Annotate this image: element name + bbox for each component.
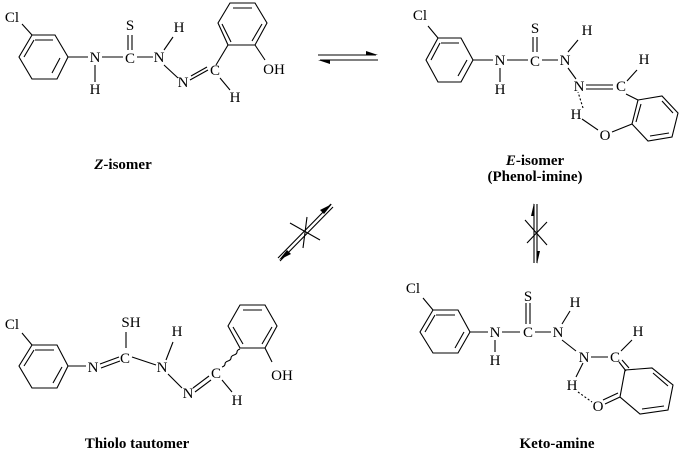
- atom-o: O: [600, 128, 611, 144]
- reverse-arrowhead: [318, 60, 330, 64]
- thiolo-tautomer-structure: Cl N C SH N H N C H OH Thiolo tautomer: [5, 304, 293, 452]
- forward-arrowhead: [366, 51, 378, 55]
- atom-cl: Cl: [413, 8, 427, 24]
- chlorophenyl-ring: [18, 344, 69, 389]
- cyclohexadienone-ring: [619, 367, 674, 415]
- atom-s: S: [531, 21, 539, 37]
- arrowhead-up: [320, 204, 332, 214]
- atom-h: H: [571, 107, 582, 123]
- atom-n: N: [88, 360, 99, 376]
- hydrogen-bond: [577, 391, 593, 403]
- atom-h: H: [570, 295, 581, 311]
- cross-mark: [524, 219, 548, 246]
- label-rest: -isomer: [516, 153, 565, 169]
- cross-mark: [289, 216, 321, 249]
- atom-n: N: [90, 50, 101, 66]
- atom-h: H: [495, 82, 506, 98]
- arrowhead-down: [279, 250, 291, 260]
- atom-sh: SH: [121, 315, 140, 331]
- atom-h: H: [633, 324, 644, 340]
- chlorophenyl-ring: [419, 309, 471, 354]
- label-italic: E: [505, 153, 516, 169]
- atom-h: H: [567, 378, 578, 394]
- atom-h: H: [230, 90, 241, 106]
- label-italic: Z: [93, 157, 103, 173]
- atom-c: C: [530, 54, 540, 70]
- hydroxyphenyl-ring: [227, 304, 278, 349]
- z-isomer-label: Z-isomer: [93, 157, 152, 173]
- arrowhead-down: [537, 251, 540, 264]
- atom-n: N: [183, 386, 194, 402]
- label-rest: -isomer: [103, 157, 152, 173]
- atom-h: H: [174, 20, 185, 36]
- atom-h: H: [582, 23, 593, 39]
- hydroxyphenyl-ring: [631, 95, 679, 142]
- keto-amine-label: Keto-amine: [520, 436, 595, 452]
- atom-n: N: [157, 360, 168, 376]
- atom-h: H: [90, 82, 101, 98]
- atom-n: N: [178, 75, 189, 91]
- keto-amine-structure: Cl N H C S N H N C H H O Keto-amine: [406, 281, 674, 452]
- atom-c: C: [610, 350, 620, 366]
- hydroxyphenyl-ring: [217, 2, 268, 46]
- atom-c: C: [616, 79, 626, 95]
- atom-c: C: [125, 51, 135, 67]
- arrowhead-up: [531, 203, 534, 216]
- thiolo-tautomer-label: Thiolo tautomer: [85, 436, 190, 452]
- atom-cl: Cl: [406, 281, 420, 297]
- atom-n: N: [579, 350, 590, 366]
- atom-h: H: [490, 353, 501, 369]
- atom-n: N: [560, 53, 571, 69]
- atom-oh: OH: [263, 62, 285, 78]
- atom-cl: Cl: [5, 317, 19, 333]
- atom-cl: Cl: [5, 10, 19, 26]
- z-isomer-structure: Cl N H C S N H N C H OH Z-isomer: [5, 2, 285, 173]
- atom-c: C: [523, 325, 533, 341]
- atom-o: O: [593, 399, 604, 415]
- atom-n: N: [495, 53, 506, 69]
- atom-n: N: [490, 325, 501, 341]
- atom-s: S: [524, 289, 532, 305]
- atom-n: N: [154, 50, 165, 66]
- chlorophenyl-ring: [18, 34, 69, 80]
- atom-n: N: [553, 325, 564, 341]
- chlorophenyl-ring: [425, 37, 474, 83]
- wavy-bond: [221, 348, 241, 368]
- blocked-equilibrium-arrow-diagonal: [277, 203, 334, 262]
- atom-c: C: [210, 63, 220, 79]
- e-isomer-structure: Cl N H C S N H N C H H O E-isomer (Pheno…: [413, 8, 679, 185]
- atom-s: S: [126, 18, 134, 34]
- atom-c: C: [120, 351, 130, 367]
- atom-h: H: [172, 324, 183, 340]
- ring-double-bonds: [23, 39, 61, 74]
- e-isomer-label: E-isomer: [505, 153, 565, 169]
- equilibrium-arrow: [318, 51, 378, 64]
- e-isomer-subtitle: (Phenol-imine): [488, 169, 583, 185]
- blocked-equilibrium-arrow-vertical: [524, 203, 548, 264]
- atom-n: N: [574, 79, 585, 95]
- atom-oh: OH: [271, 368, 293, 384]
- atom-h: H: [232, 393, 243, 409]
- hydrogen-bond: [577, 91, 584, 109]
- atom-c: C: [211, 366, 221, 382]
- atom-h: H: [639, 52, 650, 68]
